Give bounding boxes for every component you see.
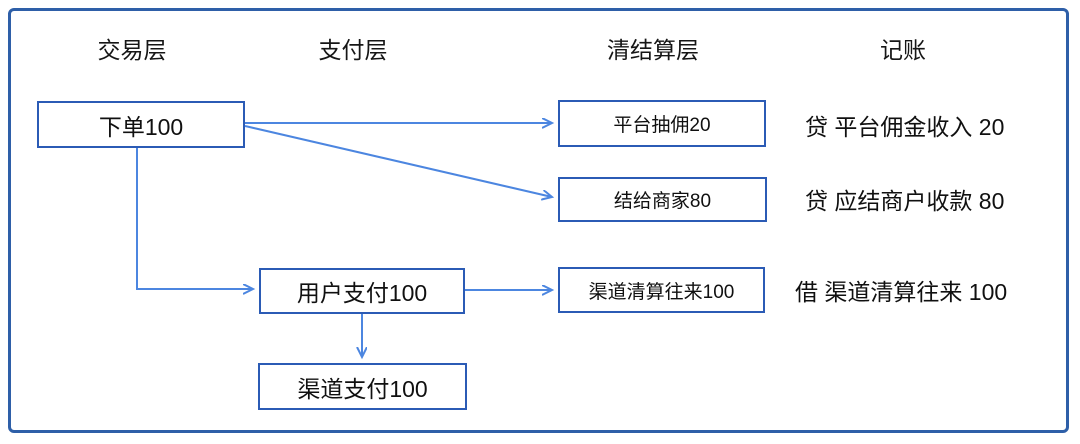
node-order: 下单100 xyxy=(37,101,245,148)
column-header-bookkeeping: 记账 xyxy=(880,37,926,63)
node-platform-commission: 平台抽佣20 xyxy=(558,100,766,147)
diagram-outer-frame xyxy=(8,8,1069,433)
node-user-payment: 用户支付100 xyxy=(259,268,465,314)
edge-order-to-merchant-settlement xyxy=(244,125,552,197)
column-header-payment-layer: 支付层 xyxy=(318,37,388,63)
ledger-entry-credit-platform-commission: 贷 平台佣金收入 20 xyxy=(805,114,1005,140)
node-channel-clearing: 渠道清算往来100 xyxy=(558,267,765,313)
column-header-clearing-settlement-layer: 清结算层 xyxy=(607,37,699,63)
node-channel-payment: 渠道支付100 xyxy=(258,363,467,410)
column-header-transaction-layer: 交易层 xyxy=(97,37,167,63)
ledger-entry-credit-merchant-receivable: 贷 应结商户收款 80 xyxy=(805,188,1005,214)
edge-order-to-user-payment xyxy=(136,148,253,289)
node-merchant-settlement: 结给商家80 xyxy=(558,177,767,222)
ledger-entry-debit-channel-clearing: 借 渠道清算往来 100 xyxy=(795,279,1008,305)
